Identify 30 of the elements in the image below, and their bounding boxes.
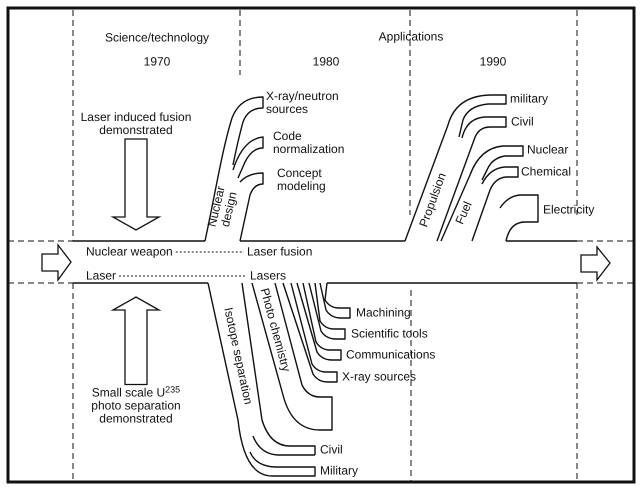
branch-label: Photo chemistry xyxy=(256,280,294,380)
branch-label: Isotope separation xyxy=(219,296,257,416)
technology-label: Laser xyxy=(86,270,116,282)
year-label: 1990 xyxy=(480,56,506,68)
application-label: military xyxy=(510,92,548,106)
application-label: Nuclear xyxy=(527,144,568,156)
application-label: Chemical xyxy=(521,166,572,178)
application-label: Communications xyxy=(346,348,436,362)
branch-label: Nuclear design xyxy=(205,182,241,234)
application-label: X-ray/neutron sources xyxy=(266,90,340,116)
application-label: Machining xyxy=(356,306,411,320)
technology-label: Lasers xyxy=(250,270,286,282)
hollow-arrow xyxy=(110,138,162,231)
application-label: Code normalization xyxy=(273,130,346,156)
application-label: X-ray sources xyxy=(342,370,416,384)
application-label: Concept modeling xyxy=(277,167,327,193)
application-label: Electricity xyxy=(543,204,594,216)
technology-label: Laser fusion xyxy=(247,246,312,258)
application-label: Military xyxy=(320,464,358,478)
milestone-note: Small scale U$^{235}$ photo separation demonstrated xyxy=(76,386,196,426)
application-label: Civil xyxy=(511,116,534,128)
column-header: Applications xyxy=(378,30,444,44)
year-label: 1980 xyxy=(312,56,340,68)
application-label: Civil xyxy=(320,444,343,456)
milestone-note: Laser induced fusion demonstrated xyxy=(70,111,202,137)
branch-label: Fuel xyxy=(452,196,476,230)
technology-label: Nuclear weapon xyxy=(86,246,173,258)
column-header: Science/technology xyxy=(104,32,210,44)
hollow-arrow xyxy=(110,296,162,386)
year-label: 1970 xyxy=(144,56,170,68)
